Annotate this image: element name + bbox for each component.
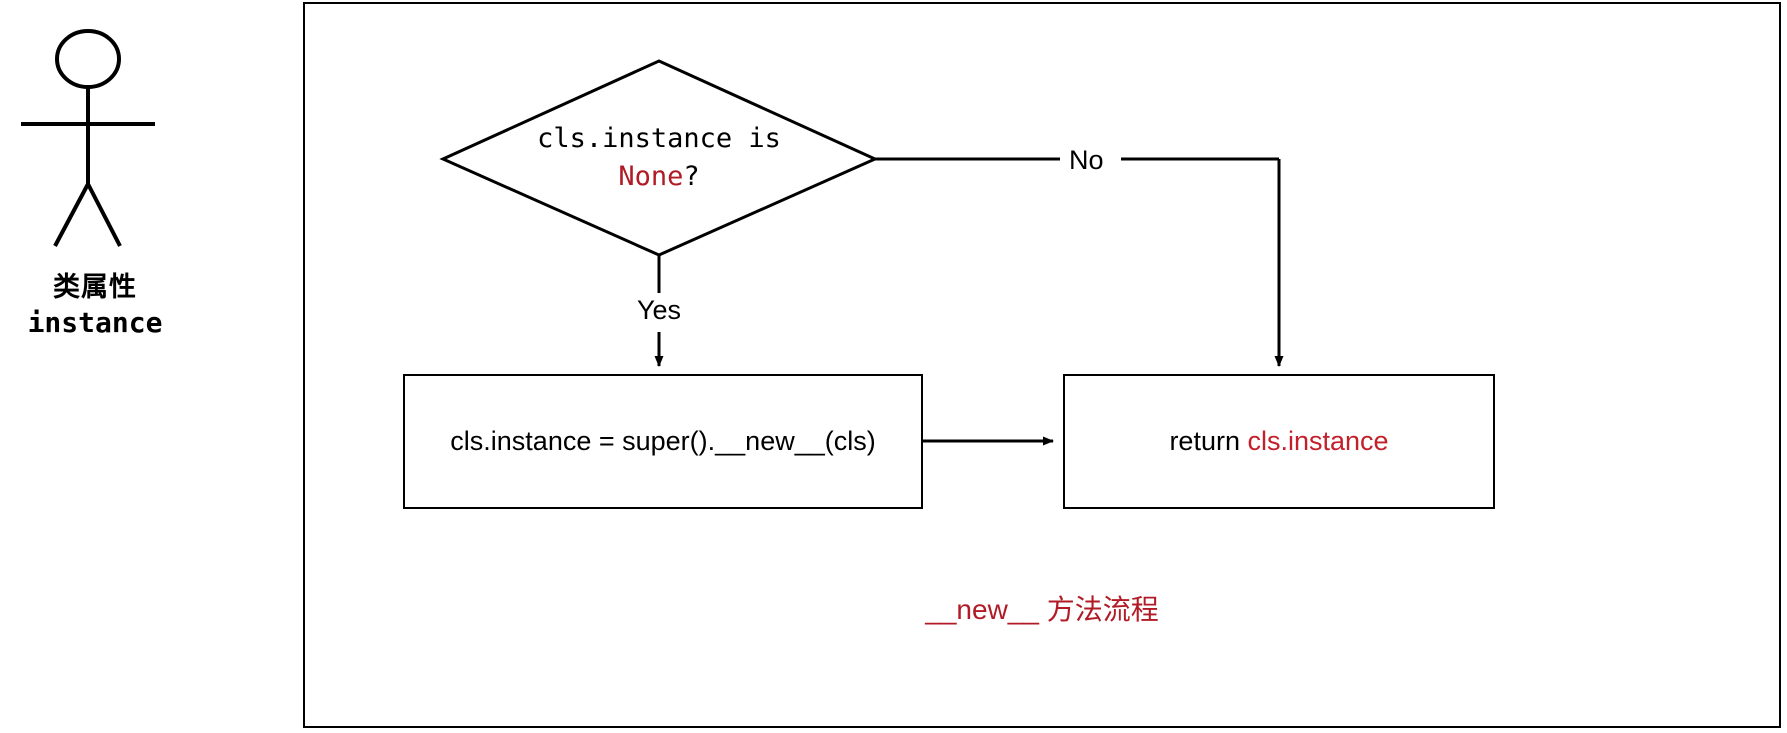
return-value-text: cls.instance [1247, 426, 1389, 456]
diagram-caption: __new__ 方法流程 [925, 594, 1159, 625]
edge-label-no: No [1062, 145, 1111, 176]
actor-label: 类属性 instance [0, 270, 190, 340]
process-box-create-instance: cls.instance = super().__new__(cls) [403, 374, 923, 509]
actor-label-cn: 类属性 [53, 272, 137, 302]
decision-none-keyword: None [618, 161, 684, 193]
stick-figure-person-icon [21, 29, 155, 247]
process-box-return-instance: return cls.instance [1063, 374, 1495, 509]
flowchart-connectors [439, 59, 1284, 446]
return-keyword-text: return [1169, 426, 1248, 456]
decision-question-mark: ? [683, 161, 700, 193]
flowchart-frame: cls.instance is None? No Yes cls.instanc… [303, 2, 1781, 728]
class-attribute-actor: 类属性 instance [0, 18, 300, 368]
decision-line-1: cls.instance is [537, 123, 781, 154]
edge-label-yes: Yes [630, 295, 689, 326]
decision-condition-text: cls.instance is None? [449, 120, 869, 197]
actor-label-code: instance [27, 305, 163, 339]
process-box-create-instance-text: cls.instance = super().__new__(cls) [450, 426, 876, 456]
